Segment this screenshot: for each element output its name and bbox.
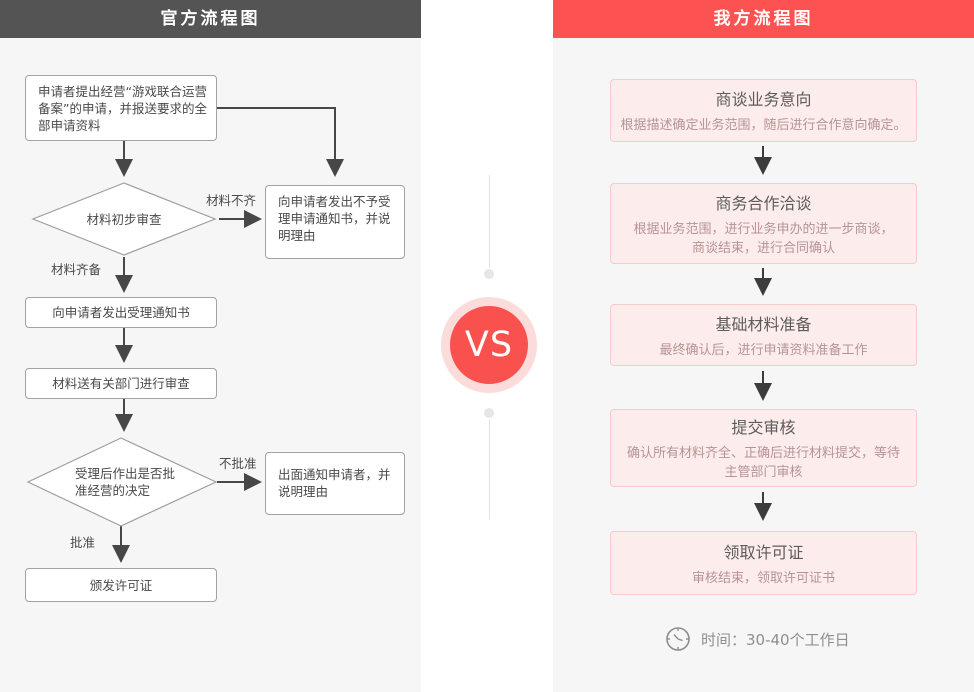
- official-flow-title: 官方流程图: [0, 0, 421, 38]
- official-flow-connectors: [26, 107, 344, 563]
- our-flow-connectors: [754, 146, 772, 521]
- edge-label-not-approved: 不批准: [219, 456, 257, 471]
- divider-dot-bottom: [484, 408, 494, 418]
- step-title: 商谈业务意向: [715, 90, 812, 109]
- clock-icon: [666, 627, 690, 651]
- step-desc: 最终确认后，进行申请资料准备工作: [659, 342, 868, 358]
- step-title: 基础材料准备: [715, 314, 812, 334]
- decision-diamond-initial-review: [31, 182, 217, 256]
- node-apply: 申请者提出经营“游戏联合运营备案”的申请，并报送要求的全部申请资料: [25, 75, 217, 141]
- edge-label-complete: 材料齐备: [51, 262, 102, 277]
- node-deny-notice: 出面通知申请者，并说明理由: [265, 452, 405, 515]
- node-license: 颁发许可证: [25, 568, 217, 602]
- node-decision: 受理后作出是否批准经营的决定: [75, 466, 176, 498]
- vs-badge: VS: [441, 297, 537, 393]
- step-title: 提交审核: [731, 418, 796, 437]
- our-flow-title: 我方流程图: [553, 0, 974, 38]
- duration-footer: 时间：30-40个工作日: [665, 624, 850, 654]
- step-card-1: 商谈业务意向 根据描述确定业务范围，随后进行合作意向确定。: [610, 79, 917, 142]
- step-desc: 确认所有材料齐全、正确后进行材料提交，等待 主管部门审核: [626, 446, 900, 480]
- edge-label-approved: 批准: [70, 535, 96, 550]
- node-dept-review: 材料送有关部门进行审查: [25, 368, 217, 399]
- step-card-4: 提交审核 确认所有材料齐全、正确后进行材料提交，等待 主管部门审核: [610, 409, 917, 487]
- vs-divider-column: VS: [421, 0, 553, 692]
- decision-diamond-approval: [26, 437, 218, 527]
- node-initial-review: 材料初步审查: [86, 212, 162, 227]
- node-accept-notice: 向申请者发出受理通知书: [25, 297, 217, 328]
- step-card-2: 商务合作洽谈 根据业务范围，进行业务申办的进一步商谈， 商谈结束，进行合同确认: [610, 183, 917, 264]
- edge-label-incomplete: 材料不齐: [206, 193, 257, 208]
- step-desc: 审核结束，领取许可证书: [691, 570, 835, 586]
- divider-line-bottom: [489, 419, 490, 519]
- step-card-5: 领取许可证 审核结束，领取许可证书: [610, 531, 917, 595]
- step-desc: 根据业务范围，进行业务申办的进一步商谈， 商谈结束，进行合同确认: [633, 221, 894, 256]
- step-title: 领取许可证: [723, 542, 804, 562]
- divider-dot-top: [484, 269, 494, 279]
- step-card-3: 基础材料准备 最终确认后，进行申请资料准备工作: [610, 304, 917, 366]
- official-flow-panel: 官方流程图 申请者提出经营“游戏联合运营备案”: [0, 0, 421, 692]
- duration-text: 时间：30-40个工作日: [701, 630, 850, 649]
- node-reject-notice: 向申请者发出不予受理申请通知书，并说明理由: [265, 185, 405, 259]
- step-desc: 根据描述确定业务范围，随后进行合作意向确定。: [620, 118, 907, 133]
- our-flow-panel: 我方流程图 商谈业务意向 根据描述确定业务范围，随后进行合作意向确定。 商务合作…: [553, 0, 974, 692]
- step-title: 商务合作洽谈: [715, 193, 812, 213]
- divider-line-top: [489, 175, 490, 268]
